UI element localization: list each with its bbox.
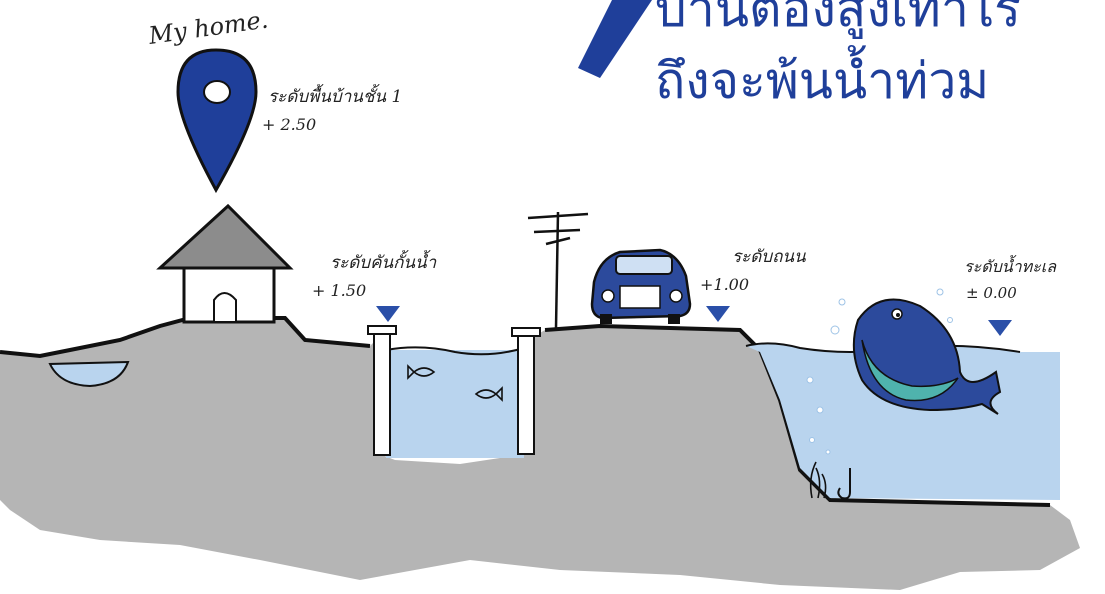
house-roof	[160, 206, 290, 268]
house-door	[214, 293, 236, 322]
dike-level-label: ระดับคันกั้นน้ำ	[330, 249, 437, 273]
sea-level-label: ระดับน้ำทะเล	[964, 255, 1057, 276]
dike-wall-left	[374, 330, 390, 455]
utility-pole-icon	[528, 212, 588, 328]
level-marker-icon	[706, 306, 730, 322]
location-pin-icon	[178, 50, 256, 190]
dike-cap-left	[368, 326, 396, 334]
title-slash	[578, 0, 652, 78]
level-marker-icon	[376, 306, 400, 322]
level-marker-icon	[988, 320, 1012, 336]
road-level-value: +1.00	[700, 275, 749, 294]
dike-wall-right	[518, 334, 534, 454]
car-icon	[592, 250, 690, 324]
dike-level-value: + 1.50	[312, 281, 366, 300]
dike-cap-right	[512, 328, 540, 336]
title-line-1: บ้านต้องสูงเท่าไร	[655, 0, 1021, 39]
sea-level-value: ± 0.00	[966, 284, 1017, 302]
title-block: บ้านต้องสูงเท่าไร ถึงจะพ้นน้ำท่วม	[578, 0, 1021, 110]
canal-water	[386, 350, 524, 458]
floor-level-label: ระดับพื้นบ้านชั้น 1	[268, 83, 402, 107]
my-home-label: My home.	[146, 5, 270, 50]
canal	[368, 326, 540, 458]
title-line-2: ถึงจะพ้นน้ำท่วม	[655, 45, 989, 110]
floor-level-value: + 2.50	[262, 115, 316, 134]
house-icon	[160, 206, 290, 322]
road-level-label: ระดับถนน	[732, 247, 806, 267]
